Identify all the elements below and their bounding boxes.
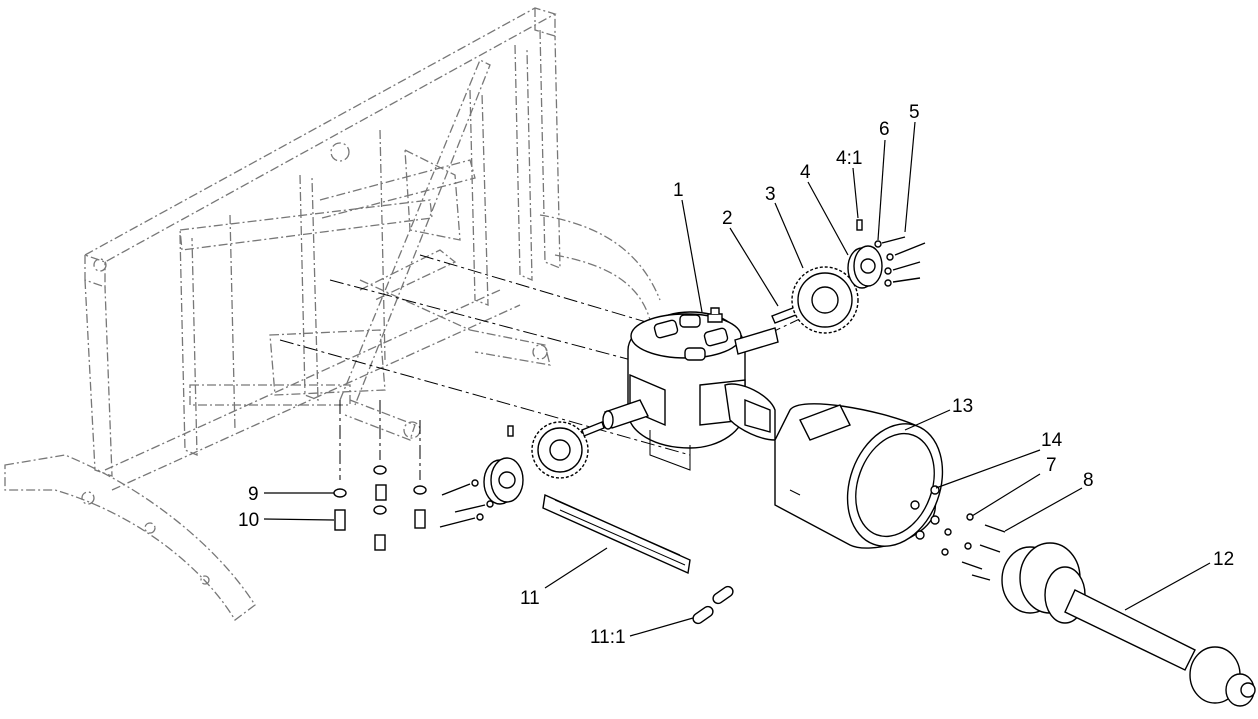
shield-fasteners bbox=[910, 485, 1006, 581]
callout-6: 6 bbox=[879, 119, 890, 140]
callout-1: 1 bbox=[673, 180, 684, 201]
bushing-hub-upper bbox=[847, 245, 883, 289]
callout-4-1: 4:1 bbox=[836, 148, 862, 169]
callout-12: 12 bbox=[1213, 549, 1234, 570]
frame-phantom bbox=[4, 7, 661, 621]
callout-labels: 1 2 3 4 4:1 6 5 9 10 11 11:1 13 14 7 8 1… bbox=[238, 102, 1234, 648]
lower-hardware bbox=[333, 465, 427, 551]
callout-10: 10 bbox=[238, 510, 259, 531]
bolts-upper bbox=[874, 236, 926, 287]
sprocket-lower bbox=[531, 421, 589, 479]
roller-chain bbox=[542, 493, 691, 575]
key-lower bbox=[581, 421, 605, 437]
gearbox bbox=[602, 307, 779, 471]
pto-driveshaft bbox=[1001, 542, 1256, 707]
leader-lines bbox=[263, 121, 1211, 637]
callout-3: 3 bbox=[765, 184, 776, 205]
callout-13: 13 bbox=[952, 396, 973, 417]
callout-8: 8 bbox=[1083, 470, 1094, 491]
sprocket-upper bbox=[791, 266, 859, 334]
callout-5: 5 bbox=[909, 102, 920, 123]
setscrew-lower bbox=[507, 425, 514, 437]
callout-11-1: 11:1 bbox=[590, 627, 626, 648]
setscrew-upper bbox=[856, 219, 863, 231]
bolts-lower bbox=[439, 479, 494, 528]
callout-2: 2 bbox=[722, 208, 733, 229]
bushing-hub-lower bbox=[483, 457, 524, 505]
callout-9: 9 bbox=[248, 484, 259, 505]
callout-11: 11 bbox=[520, 588, 540, 609]
callout-4: 4 bbox=[800, 162, 811, 183]
shield-guard bbox=[774, 403, 944, 549]
callout-14: 14 bbox=[1041, 430, 1063, 451]
connecting-link bbox=[692, 585, 734, 625]
callout-7: 7 bbox=[1046, 455, 1057, 476]
